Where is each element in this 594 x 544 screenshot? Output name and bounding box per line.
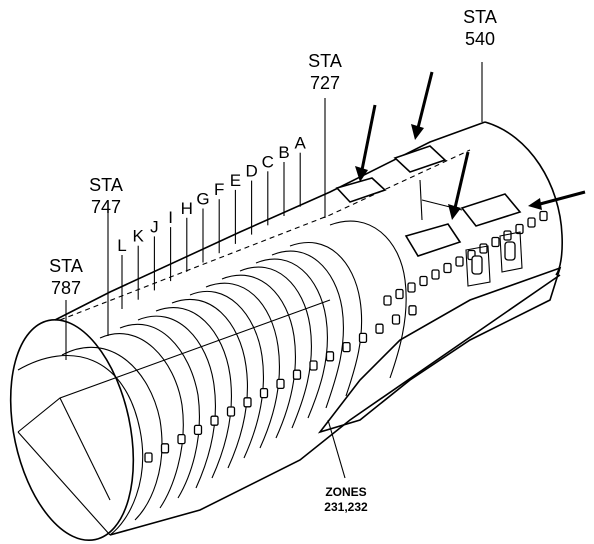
window — [325, 351, 335, 362]
sta-727-line2: 727 — [310, 73, 340, 93]
window — [259, 387, 269, 399]
sta-747-line2: 747 — [91, 197, 121, 217]
wing-root-fairing — [317, 266, 562, 434]
zone-leader — [327, 419, 346, 479]
frame-label-i: I — [168, 208, 173, 227]
window — [243, 397, 252, 408]
window — [539, 210, 548, 222]
frame-label-f: F — [214, 180, 224, 199]
window — [342, 341, 351, 353]
window — [479, 243, 488, 254]
window — [407, 282, 416, 293]
window — [309, 360, 318, 371]
door-window-1 — [471, 255, 483, 275]
window — [210, 415, 219, 426]
window — [292, 369, 302, 380]
window — [383, 295, 392, 306]
window — [144, 452, 153, 463]
access-panel-1 — [335, 177, 387, 203]
access-panel-2 — [393, 145, 447, 173]
window — [391, 314, 401, 325]
frame-label-g: G — [196, 190, 209, 209]
sta-540-line1: STA — [463, 7, 497, 27]
sta-747-line1: STA — [89, 175, 123, 195]
sta-787-line1: STA — [49, 256, 83, 276]
window — [193, 424, 203, 436]
window — [515, 223, 524, 235]
window — [491, 236, 500, 248]
frame-labels: L K J I H G F E D C B A — [117, 134, 306, 255]
window — [358, 332, 368, 344]
frame-label-e: E — [230, 171, 241, 190]
window — [443, 262, 452, 274]
frame-label-h: H — [181, 199, 193, 218]
zones-line1: ZONES — [325, 485, 366, 499]
window — [527, 217, 536, 228]
frame-label-l: L — [117, 236, 126, 255]
zones-label: ZONES 231,232 — [324, 485, 368, 514]
window — [177, 433, 186, 445]
window — [419, 275, 428, 287]
sta-727-line1: STA — [308, 51, 342, 71]
access-panel-3 — [460, 193, 522, 227]
window — [276, 378, 285, 390]
window — [431, 269, 440, 280]
sta-540-line2: 540 — [465, 29, 495, 49]
frame-label-j: J — [150, 217, 159, 236]
access-panels — [335, 145, 523, 287]
frame-label-a: A — [295, 134, 307, 153]
pointer-arrows — [355, 71, 586, 220]
window — [395, 288, 404, 300]
window — [455, 256, 464, 267]
window — [375, 323, 384, 334]
fuselage-outline — [9, 121, 563, 542]
station-leaders — [65, 62, 483, 360]
sta-787-line2: 787 — [51, 278, 81, 298]
zones-line2: 231,232 — [324, 500, 368, 514]
frame-rings — [17, 220, 407, 536]
frame-leaders — [121, 152, 301, 309]
frame-label-b: B — [278, 143, 289, 162]
window — [408, 305, 417, 316]
frame-label-c: C — [262, 152, 274, 171]
aft-floor-line — [17, 431, 111, 536]
aft-floor-line-2 — [59, 397, 111, 501]
door-window-2 — [504, 241, 516, 261]
frame-label-k: K — [133, 227, 145, 246]
station-labels: STA 787 STA 747 STA 727 STA 540 — [49, 7, 497, 298]
window-row — [144, 210, 548, 463]
window — [226, 406, 236, 417]
window — [160, 443, 170, 454]
access-panel-4 — [404, 223, 462, 257]
frame-label-d: D — [245, 162, 257, 181]
top-centerline — [59, 149, 471, 321]
